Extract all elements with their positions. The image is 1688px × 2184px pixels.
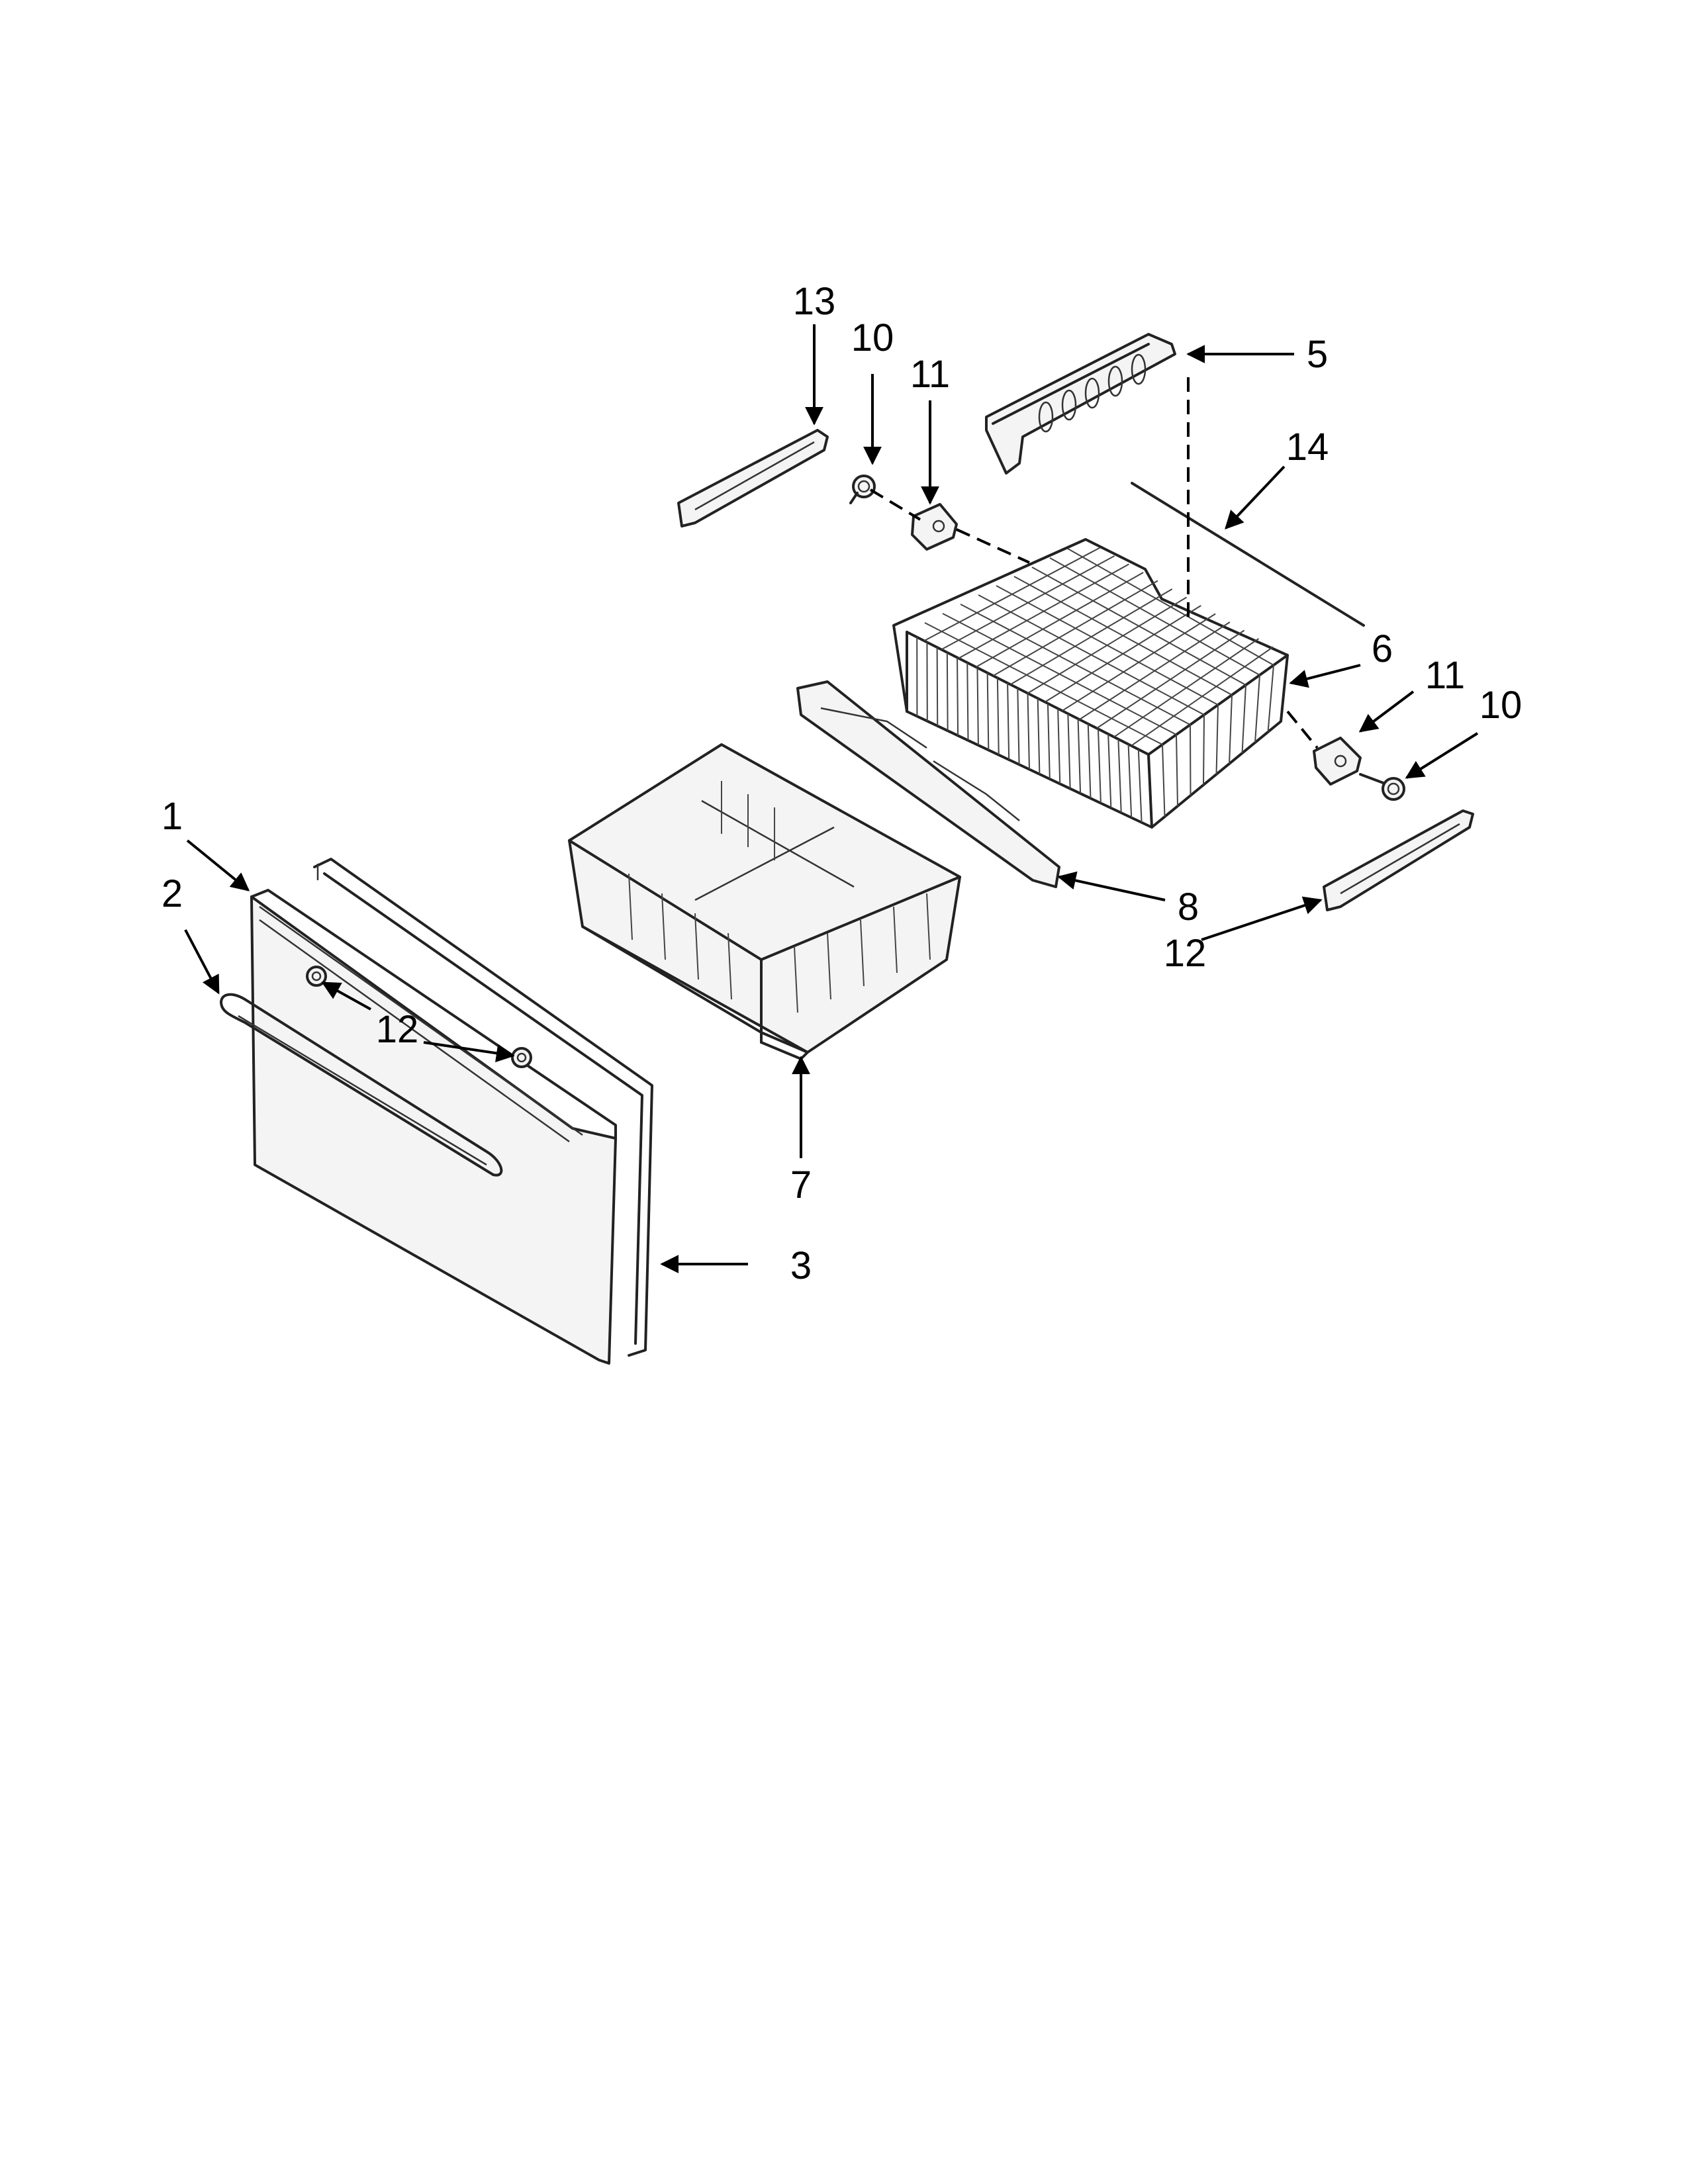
drawer-gasket <box>313 858 653 1357</box>
callout-2: 2 <box>162 872 183 915</box>
slide-rail-right <box>1323 809 1474 911</box>
callout-7: 7 <box>790 1163 812 1206</box>
callout-8: 8 <box>1178 886 1199 929</box>
gear-top <box>849 475 876 504</box>
drawer-handle <box>220 993 503 1177</box>
callout-14: 14 <box>1286 426 1329 469</box>
basket-bracket <box>985 333 1176 475</box>
screw-right <box>511 1047 532 1068</box>
callout-11-top: 11 <box>910 353 950 396</box>
callout-12-top: 13 <box>793 280 836 323</box>
callout-labels: 13 10 11 5 14 6 11 10 8 12 7 3 1 2 12 <box>162 280 1522 1287</box>
leader-lines <box>184 324 1479 1273</box>
callout-10-top: 10 <box>851 316 894 359</box>
bin-divider <box>796 680 1060 888</box>
drawer-front-panel <box>250 889 617 1365</box>
callout-6: 6 <box>1372 627 1393 670</box>
freezer-bin <box>568 743 961 1060</box>
gear-bracket-right <box>1313 737 1362 786</box>
callout-1: 1 <box>162 795 183 838</box>
callout-13: 12 <box>376 1008 419 1051</box>
callout-10-right: 10 <box>1479 684 1523 727</box>
gear-bracket-top <box>911 503 958 551</box>
screw-left <box>306 966 327 987</box>
callout-11-right: 11 <box>1425 654 1465 697</box>
callout-5: 5 <box>1307 333 1328 376</box>
assembly-guidelines <box>869 377 1319 749</box>
slide-rail-top <box>677 429 829 527</box>
wire-basket <box>892 538 1289 829</box>
basket-rod <box>1131 482 1365 627</box>
callout-12-right: 12 <box>1164 932 1207 975</box>
gear-right <box>1359 773 1405 801</box>
callout-3: 3 <box>790 1244 812 1287</box>
